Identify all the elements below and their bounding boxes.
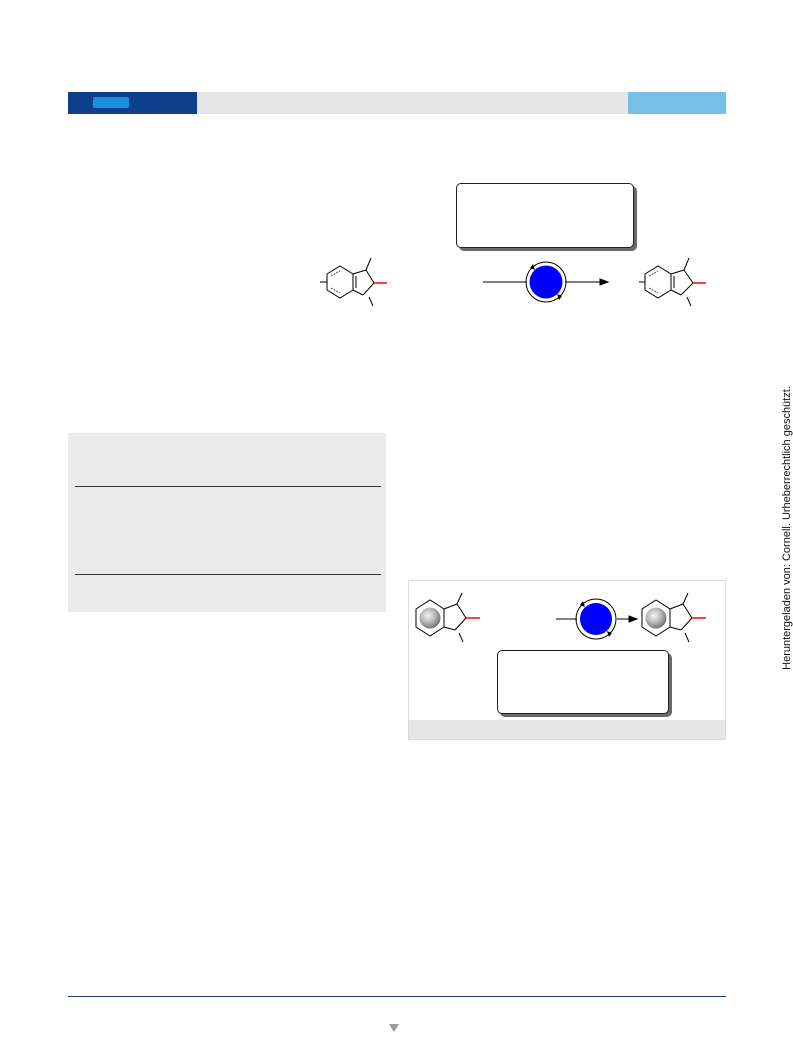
footer-rule <box>68 996 726 997</box>
table-bottom-rule <box>75 574 381 576</box>
reaction-arrow <box>483 278 610 286</box>
aromatic-sphere-icon <box>415 599 445 637</box>
header-band-light <box>628 92 726 114</box>
header-band-middle <box>197 92 628 114</box>
scheme-frame <box>408 580 726 740</box>
header-section-badge <box>93 97 129 108</box>
scheme-caption-bar <box>409 720 725 739</box>
table-panel <box>68 433 386 612</box>
indole-structure <box>320 257 387 307</box>
catalyst-cycle-icon <box>525 261 567 303</box>
indole-structure <box>639 257 706 307</box>
conditions-box <box>456 183 634 248</box>
aromatic-sphere-icon <box>641 599 671 637</box>
download-notice: Heruntergeladen von: Cornell. Urheberrec… <box>781 386 793 670</box>
reaction-arrow <box>556 615 639 623</box>
catalyst-cycle-icon <box>575 598 617 640</box>
table-top-rule <box>75 486 381 488</box>
indole-structure <box>443 592 480 643</box>
scheme-conditions-box <box>497 650 669 714</box>
indole-structure <box>669 592 706 643</box>
page-down-arrow-icon[interactable] <box>389 1024 399 1032</box>
